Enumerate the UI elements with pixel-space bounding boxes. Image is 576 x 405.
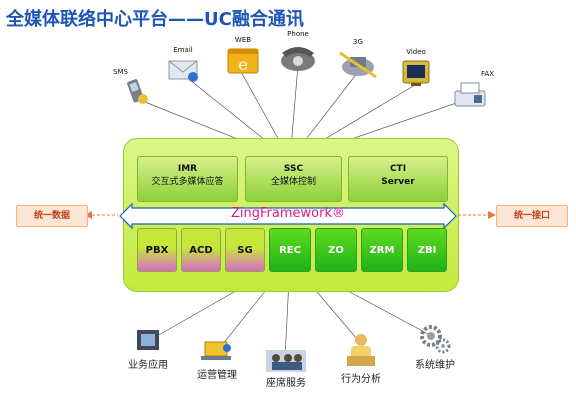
channel-3g: 3G (328, 38, 388, 81)
channel-label: 3G (353, 38, 363, 46)
module-zo: ZO (315, 228, 357, 272)
agent-service-icon (266, 350, 306, 372)
web-browser-icon: e (227, 48, 259, 74)
function-maintenance: 系统维护 (404, 322, 466, 371)
function-operations: 运营管理 (186, 338, 248, 381)
module-ssc: SSC 全媒体控制 (245, 156, 342, 202)
function-behavior-analysis: 行为分析 (330, 330, 392, 385)
maintenance-gears-icon (420, 325, 451, 354)
unified-interface-box: 统一接口 (496, 205, 568, 227)
channel-label: Phone (287, 30, 309, 38)
function-agent-service: 座席服务 (254, 346, 318, 389)
module-pbx: PBX (137, 228, 177, 272)
module-zbi: ZBI (407, 228, 447, 272)
channel-sms: SMS (105, 68, 165, 107)
channel-label: SMS (113, 68, 128, 76)
sms-phone-icon (127, 79, 148, 104)
module-rec: REC (269, 228, 311, 272)
module-title: SSC (283, 164, 304, 174)
channel-label: WEB (234, 36, 252, 44)
unified-data-box: 统一数据 (16, 205, 88, 227)
module-title: IMR (177, 164, 198, 174)
module-sg: SG (225, 228, 265, 272)
channel-label: FAX (481, 70, 494, 78)
channel-phone: Phone (268, 30, 328, 73)
channel-web: WEB e (213, 36, 273, 79)
function-label: 行为分析 (341, 374, 381, 385)
framework-label: ZingFramework® (231, 206, 345, 221)
3g-network-icon (339, 51, 377, 79)
module-cti: CTI Server (348, 156, 448, 202)
channel-fax: FAX (440, 70, 500, 111)
module-subtitle: 交互式多媒体应答 (151, 177, 224, 187)
function-business-app: 业务应用 (118, 326, 178, 371)
module-subtitle: Server (381, 177, 415, 187)
function-label: 运营管理 (197, 370, 237, 381)
behavior-analysis-icon (347, 334, 375, 366)
channel-label: Video (406, 48, 426, 56)
function-label: 系统维护 (415, 360, 455, 371)
page-title: 全媒体联络中心平台——UC融合通讯 (6, 9, 304, 30)
module-subtitle: 全媒体控制 (270, 177, 316, 187)
channel-label: Email (173, 46, 193, 54)
email-envelope-icon (168, 60, 198, 82)
function-label: 座席服务 (266, 378, 306, 389)
channel-email: Email (153, 46, 213, 85)
business-app-icon (137, 330, 159, 350)
module-title: CTI (389, 164, 407, 174)
channel-video: Video (386, 48, 446, 89)
video-tv-icon (402, 60, 430, 86)
svg-text:e: e (238, 55, 247, 74)
telephone-icon (281, 47, 315, 71)
fax-machine-icon (454, 82, 486, 107)
operations-icon (201, 341, 231, 360)
function-label: 业务应用 (128, 360, 168, 371)
module-imr: IMR 交互式多媒体应答 (137, 156, 238, 202)
module-zrm: ZRM (361, 228, 403, 272)
module-acd: ACD (181, 228, 221, 272)
